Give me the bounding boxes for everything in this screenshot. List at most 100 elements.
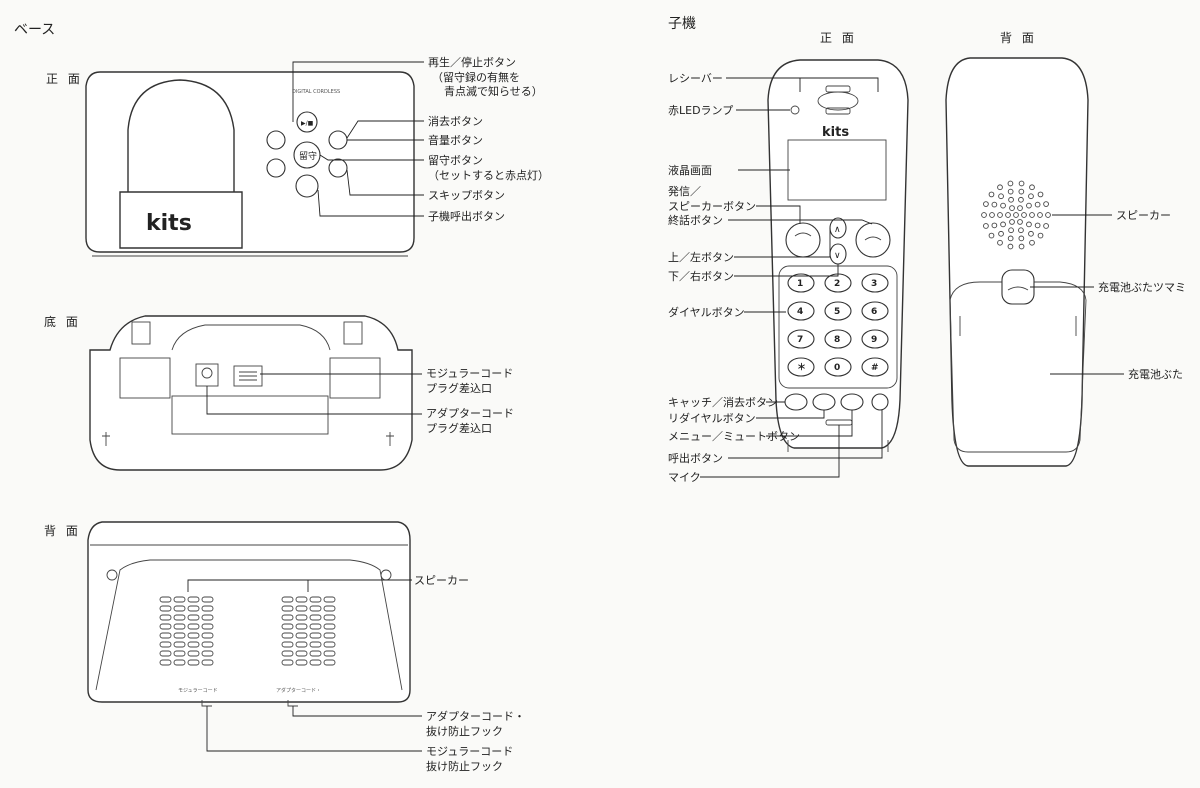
handset-speaker-hole — [983, 201, 989, 207]
base-skip-button[interactable] — [328, 158, 348, 178]
handset-speaker-hole — [988, 232, 995, 239]
dial-key-10[interactable] — [787, 357, 815, 377]
base-speaker-right-slot — [309, 623, 322, 630]
base-speaker-right-slot — [295, 650, 308, 657]
dial-key-5[interactable] — [824, 301, 852, 321]
handset-speaker-hole — [1018, 188, 1025, 195]
base-back-speaker-left — [159, 596, 214, 666]
base-speaker-left-slot — [173, 650, 186, 657]
handset-speaker-hole — [1028, 230, 1034, 237]
label-answer: 留守ボタン — [428, 153, 483, 167]
handset-back-speaker — [981, 180, 1051, 250]
base-speaker-right-slot — [281, 596, 294, 603]
handset-end-button[interactable] — [855, 222, 891, 258]
handset-page-button[interactable] — [871, 393, 889, 411]
base-speaker-right-slot — [281, 641, 294, 648]
base-speaker-right-slot — [309, 650, 322, 657]
base-speaker-right-slot — [323, 650, 336, 657]
label-adapter-hook-2: 抜け防止フック — [426, 724, 503, 738]
handset-speaker-hole — [1037, 191, 1044, 198]
label-answer-note: （セットすると赤点灯） — [428, 169, 549, 182]
dial-key-label: 9 — [871, 335, 877, 345]
handset-redial-button[interactable] — [812, 393, 836, 411]
dial-key-3[interactable] — [861, 273, 889, 293]
base-speaker-left-slot — [201, 614, 214, 621]
dial-key-label: 5 — [834, 307, 840, 317]
base-speaker-right-slot — [281, 659, 294, 666]
base-speaker-left-slot — [159, 659, 172, 666]
base-erase-button[interactable] — [266, 130, 286, 150]
dial-key-12[interactable] — [861, 357, 889, 377]
dial-key-9[interactable] — [861, 329, 889, 349]
base-bottom-view: 底 面 モジュラーコード プラグ差込口 アダプターコード プラグ差込口 — [44, 314, 514, 471]
label-page-button: 呼出ボタン — [668, 451, 723, 465]
handset-speaker-hole — [997, 184, 1003, 191]
label-adapter-plug: アダプターコード — [426, 406, 514, 420]
base-speaker-right-slot — [323, 614, 336, 621]
handset-talk-button[interactable] — [785, 222, 821, 258]
handset-speaker-hole — [1018, 196, 1024, 203]
base-speaker-right-slot — [281, 623, 294, 630]
handset-speaker-hole — [991, 222, 998, 229]
base-play-stop-button[interactable] — [296, 111, 318, 133]
base-speaker-left-slot — [173, 641, 186, 648]
base-speaker-left-slot — [159, 632, 172, 639]
dial-key-label: ＊ — [797, 362, 806, 373]
base-speaker-left-slot — [159, 605, 172, 612]
handset-speaker-hole — [1000, 221, 1006, 228]
base-speaker-right-slot — [281, 650, 294, 657]
base-speaker-left-slot — [187, 596, 200, 603]
label-talk: 発信／ — [668, 184, 701, 198]
handset-speaker-hole — [1029, 184, 1035, 191]
base-speaker-left-slot — [173, 659, 186, 666]
dial-key-label: 7 — [797, 335, 803, 345]
dial-key-4[interactable] — [787, 301, 815, 321]
label-lcd: 液晶画面 — [668, 163, 712, 177]
label-modular-hook: モジュラーコード — [426, 745, 513, 758]
handset-battery-cover — [949, 281, 1087, 453]
dial-key-6[interactable] — [861, 301, 889, 321]
base-volume-button[interactable] — [328, 130, 348, 150]
base-speaker-left-slot — [159, 623, 172, 630]
handset-speaker-hole — [1007, 180, 1014, 187]
handset-speaker-hole — [1026, 202, 1032, 209]
handset-speaker-hole — [1034, 222, 1041, 229]
label-skip: スキップボタン — [428, 189, 505, 202]
base-logo: kits — [146, 211, 192, 236]
label-down-right: 下／右ボタン — [668, 269, 734, 283]
handset-back-view-label: 背 面 — [1000, 31, 1037, 45]
dial-key-7[interactable] — [787, 329, 815, 349]
base-modular-jack[interactable] — [233, 365, 263, 387]
base-back-speaker-right — [281, 596, 336, 666]
base-speaker-left-slot — [173, 632, 186, 639]
base-back-adapter-marking: アダプターコード・ — [276, 687, 321, 694]
dial-key-11[interactable] — [824, 357, 852, 377]
label-redial: リダイヤルボタン — [668, 411, 756, 425]
label-play-stop: 再生／停止ボタン — [428, 55, 516, 69]
label-modular-plug-2: プラグ差込口 — [426, 381, 492, 395]
dial-key-8[interactable] — [824, 329, 852, 349]
base-page-button[interactable] — [295, 174, 319, 198]
handset-menu-mute-button[interactable] — [840, 393, 864, 411]
base-logo-panel — [119, 191, 243, 249]
base-speaker-left-slot — [159, 614, 172, 621]
dial-key-label: 8 — [834, 335, 840, 345]
handset-speaker-hole — [1017, 205, 1023, 211]
base-skip-back-button[interactable] — [266, 158, 286, 178]
svg-text:▶/■: ▶/■ — [301, 120, 314, 127]
label-base-back-speaker: スピーカー — [414, 574, 469, 587]
label-up-left: 上／左ボタン — [668, 251, 734, 264]
handset-speaker-hole — [1018, 227, 1024, 234]
base-speaker-right-slot — [309, 659, 322, 666]
handset-speaker-hole — [997, 239, 1003, 246]
base-back-modular-marking: モジュラーコード — [178, 688, 218, 694]
handset-speaker-hole — [1007, 188, 1014, 195]
label-modular-plug: モジュラーコード — [426, 367, 513, 380]
handset-title: 子機 — [668, 16, 696, 32]
label-adapter-plug-2: プラグ差込口 — [426, 421, 492, 435]
base-speaker-left-slot — [201, 659, 214, 666]
handset-catch-erase-button[interactable] — [784, 393, 808, 411]
dial-key-1[interactable] — [787, 273, 815, 293]
